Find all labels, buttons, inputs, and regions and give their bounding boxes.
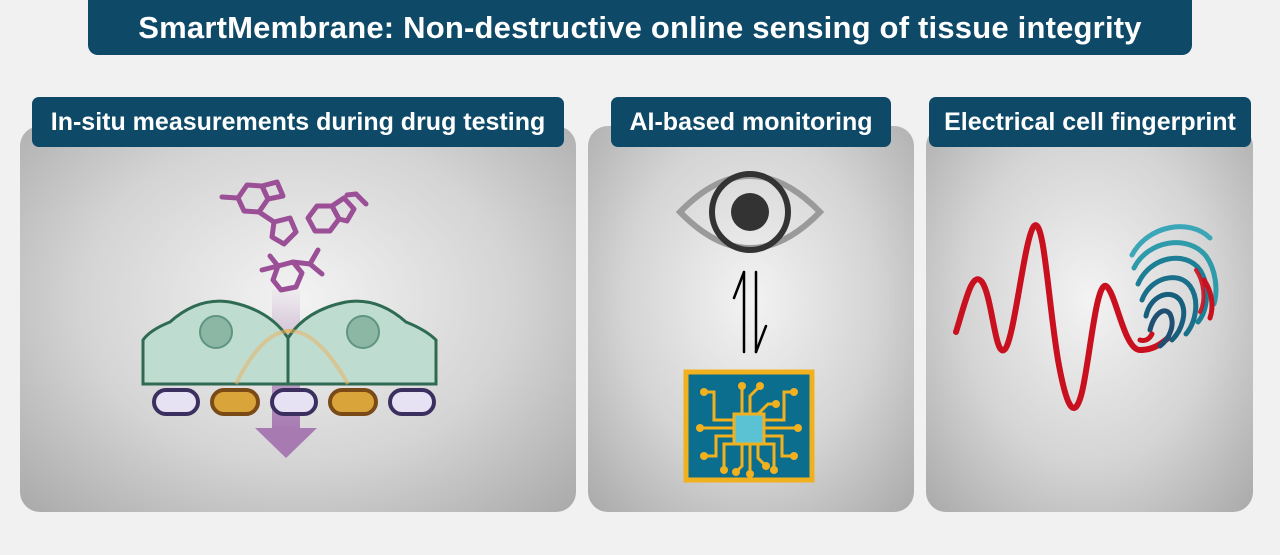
electrode-icon xyxy=(152,388,436,416)
cell-layer-icon xyxy=(141,299,438,386)
cell-nucleus-left xyxy=(199,315,233,349)
panel-drug-testing-label: In-situ measurements during drug testing xyxy=(32,97,564,147)
page-title: SmartMembrane: Non-destructive online se… xyxy=(88,0,1192,55)
cell-nucleus-right xyxy=(346,315,380,349)
exchange-arrows-icon xyxy=(732,270,768,354)
panel-cell-fingerprint-label: Electrical cell fingerprint xyxy=(929,97,1251,147)
microchip-icon xyxy=(683,369,815,483)
eye-icon xyxy=(675,171,825,253)
fingerprint-icon xyxy=(1129,224,1219,349)
panel-ai-monitoring-label: AI-based monitoring xyxy=(611,97,891,147)
waveform-icon xyxy=(953,222,1171,411)
molecule-icon xyxy=(219,179,369,293)
